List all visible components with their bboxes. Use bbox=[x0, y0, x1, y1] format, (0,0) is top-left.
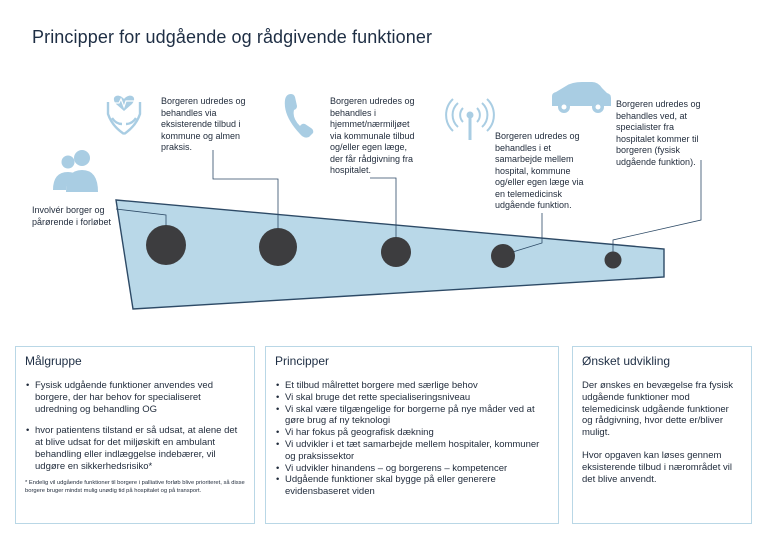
malgruppe-list: Fysisk udgående funktioner anvendes ved … bbox=[25, 380, 245, 473]
phone-icon bbox=[284, 94, 314, 138]
box-title-malgruppe: Målgruppe bbox=[25, 354, 82, 368]
circle-1 bbox=[146, 225, 186, 265]
list-item: Et tilbud målrettet borgere med særlige … bbox=[276, 380, 549, 392]
list-item: hvor patientens tilstand er så udsat, at… bbox=[26, 425, 245, 472]
page-title: Principper for udgående og rådgivende fu… bbox=[32, 27, 433, 47]
list-item: Fysisk udgående funktioner anvendes ved … bbox=[26, 380, 245, 415]
principper-list: Et tilbud målrettet borgere med særlige … bbox=[275, 380, 549, 498]
box-title-onsket: Ønsket udvikling bbox=[582, 354, 671, 368]
antenna-icon bbox=[445, 98, 495, 140]
car-icon bbox=[552, 82, 611, 113]
circle-4 bbox=[491, 244, 515, 268]
caption-involver: Involvér borger og pårørende i forløbet bbox=[32, 205, 112, 227]
box-principper: Principper Et tilbud målrettet borgere m… bbox=[265, 346, 559, 524]
people-icon bbox=[53, 150, 98, 192]
caption-fysisk-udgaaende: Borgeren udredes og behandles ved, at sp… bbox=[616, 99, 701, 167]
footnote: * Endelig vil udgående funktioner til bo… bbox=[25, 479, 245, 494]
circle-5 bbox=[604, 251, 622, 269]
hands-heart-icon bbox=[106, 95, 142, 135]
list-item: Vi har fokus på geografisk dækning bbox=[276, 427, 549, 439]
box-onsket-udvikling: Ønsket udvikling Der ønskes en bevægelse… bbox=[572, 346, 752, 524]
connector-line bbox=[212, 150, 279, 228]
list-item: Vi skal være tilgængelige for borgerne p… bbox=[276, 404, 549, 428]
caption-telemedicin: Borgeren udredes og behandles i et samar… bbox=[495, 131, 584, 210]
connector-line bbox=[370, 177, 397, 238]
list-item: Vi udvikler hinandens – og borgerens – k… bbox=[276, 463, 549, 475]
caption-raadgivning: Borgeren udredes og behandles i hjemmet/… bbox=[330, 96, 415, 175]
circle-2 bbox=[259, 228, 297, 266]
circle-3 bbox=[381, 237, 411, 267]
box-malgruppe: Målgruppe Fysisk udgående funktioner anv… bbox=[15, 346, 255, 524]
connector-line bbox=[612, 160, 702, 252]
list-item: Vi udvikler i et tæt samarbejde mellem h… bbox=[276, 439, 549, 463]
diagram bbox=[53, 82, 702, 310]
connector-line bbox=[502, 213, 543, 256]
caption-eksisterende-tilbud: Borgeren udredes og behandles via eksist… bbox=[161, 96, 246, 152]
box-title-principper: Principper bbox=[275, 354, 330, 368]
list-item: Udgående funktioner skal bygge på eller … bbox=[276, 474, 549, 498]
onsket-paragraph-2: Hvor opgaven kan løses gennem eksisteren… bbox=[582, 449, 732, 485]
onsket-paragraph-1: Der ønskes en bevægelse fra fysisk udgåe… bbox=[582, 380, 734, 439]
list-item: Vi skal bruge det rette specialiseringsn… bbox=[276, 392, 549, 404]
